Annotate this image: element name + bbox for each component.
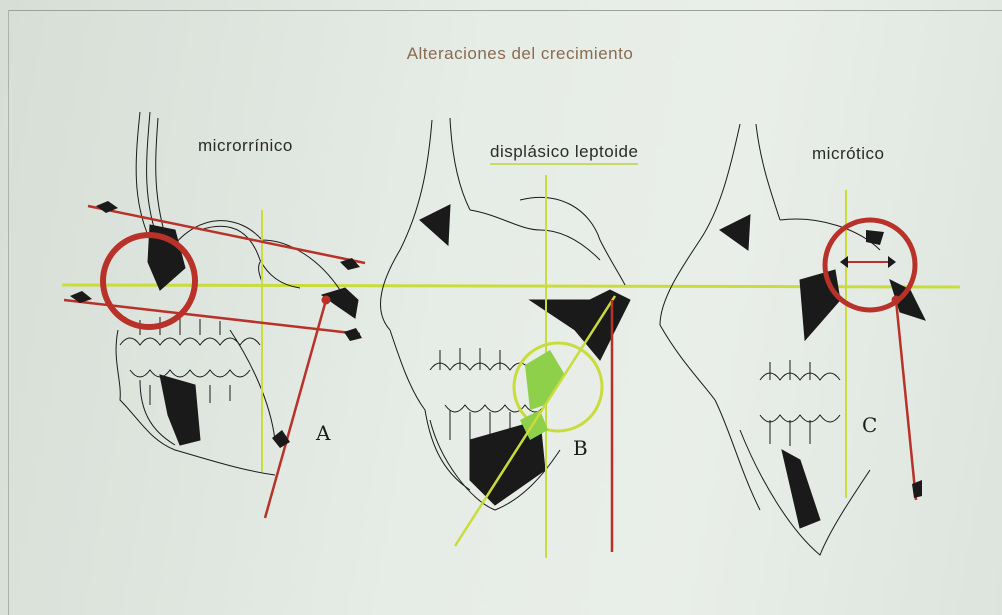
panel-a-letter: A <box>316 421 330 445</box>
skull-b <box>381 118 630 558</box>
panel-b-label: displásico leptoide <box>490 142 638 165</box>
figure-title: Alteraciones del crecimiento <box>280 44 760 64</box>
panel-b-letter: B <box>573 436 588 460</box>
panel-a-label: microrrínico <box>198 136 293 156</box>
green-structures-b <box>455 296 615 546</box>
panel-c-label: micrótico <box>812 144 885 164</box>
red-lines-c <box>825 220 916 500</box>
red-lines-a <box>64 206 365 518</box>
arrow-markers-c <box>840 230 922 498</box>
skull-c <box>660 124 925 555</box>
panel-c-letter: C <box>862 413 877 437</box>
